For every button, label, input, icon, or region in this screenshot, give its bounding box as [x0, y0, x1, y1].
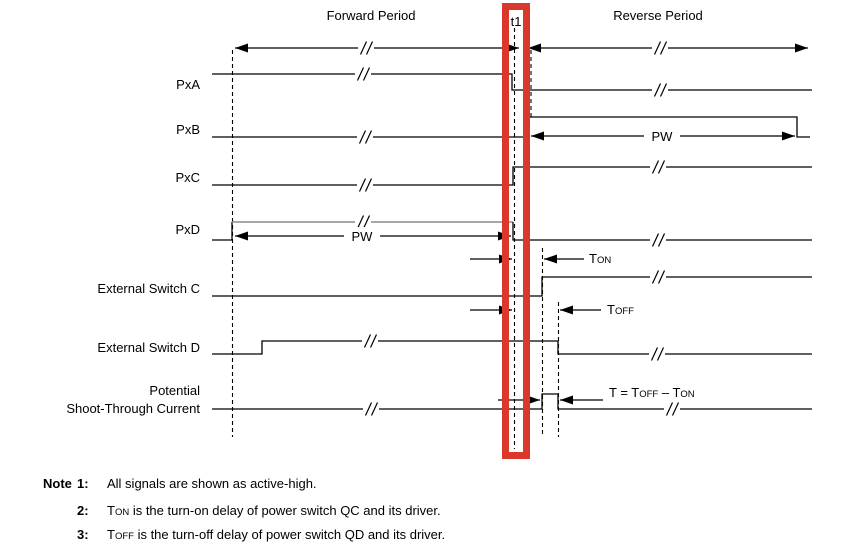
reverse-period-arrow	[528, 39, 808, 57]
toff-annotation: TOFF	[470, 302, 634, 317]
note3-number: 3:	[77, 527, 89, 542]
ton-text-caps: ON	[597, 255, 611, 266]
t1-label: t1	[511, 14, 522, 29]
pxa-waveform	[212, 65, 812, 99]
ton-text: T	[589, 251, 597, 266]
ext-switch-c-label: External Switch C	[97, 281, 200, 296]
ext-switch-c-waveform	[212, 268, 812, 297]
ton-annotation: TON	[470, 251, 611, 266]
forward-period-label: Forward Period	[327, 8, 416, 23]
note2-ton-caps: ON	[115, 507, 129, 518]
toff-text-caps: OFF	[615, 306, 634, 317]
t-equation-text: T = T	[609, 385, 639, 400]
pxb-label: PxB	[176, 122, 200, 137]
note3-toff-t: T	[107, 527, 115, 542]
shoot-through-label-line2: Shoot-Through Current	[66, 401, 200, 416]
pw-reverse-text: PW	[652, 129, 674, 144]
t-equation-caps-off: OFF	[639, 389, 658, 400]
ext-switch-d-waveform	[212, 332, 812, 363]
break-mark	[651, 39, 669, 57]
break-mark	[357, 39, 375, 57]
note3-text: is the turn-off delay of power switch QD…	[134, 527, 445, 542]
pxa-label: PxA	[176, 77, 200, 92]
notes-block: Note 1: All signals are shown as active-hi…	[43, 476, 445, 542]
pxc-label: PxC	[175, 170, 200, 185]
pxd-waveform	[212, 213, 812, 249]
svg-text:T = TOFF – TON: T = TOFF – TON	[609, 385, 695, 400]
note3-toff-caps: OFF	[115, 531, 134, 542]
pxb-waveform	[212, 116, 810, 146]
svg-text:TOFF: TOFF	[607, 302, 634, 317]
reverse-period-label: Reverse Period	[613, 8, 703, 23]
shoot-through-label-line1: Potential	[149, 383, 200, 398]
t-equation-minus: – T	[658, 385, 680, 400]
ext-switch-d-label: External Switch D	[97, 340, 200, 355]
note1-text: All signals are shown as active-high.	[107, 476, 317, 491]
pw-reverse-arrow: PW	[531, 127, 795, 144]
pw-forward-arrow: PW	[235, 227, 511, 244]
note-label: Note	[43, 476, 72, 491]
pw-forward-text: PW	[352, 229, 374, 244]
pxc-waveform	[212, 158, 812, 194]
note1-number: 1:	[77, 476, 89, 491]
svg-text:3:TOFF is the turn-off delay o: 3: TOFF is the turn-off delay of power sw…	[77, 527, 445, 542]
note2-text: is the turn-on delay of power switch QC …	[129, 503, 440, 518]
t-equation-caps-on: ON	[680, 389, 694, 400]
t-equation-annotation: T = TOFF – TON	[498, 385, 695, 405]
pxd-label: PxD	[175, 222, 200, 237]
forward-period-arrow	[235, 39, 519, 57]
svg-text:TON: TON	[589, 251, 611, 266]
note2-number: 2:	[77, 503, 89, 518]
shoot-through-waveform	[212, 393, 812, 418]
note2-ton-t: T	[107, 503, 115, 518]
svg-text:2:TON is the turn-on delay of: 2: TON is the turn-on delay of power swit…	[77, 503, 441, 518]
toff-text: T	[607, 302, 615, 317]
t1-highlight-box	[502, 3, 530, 459]
